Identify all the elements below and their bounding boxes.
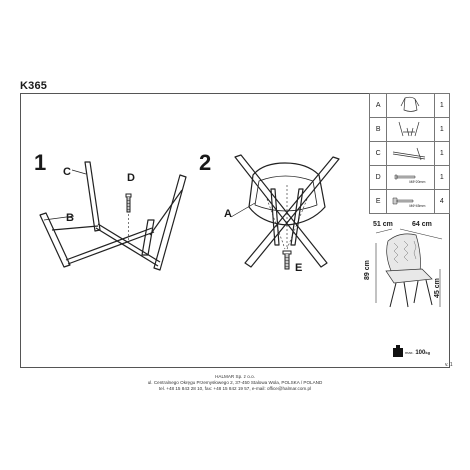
parts-row-e: E M6*45mm 4 (368, 189, 451, 214)
screw-icon (393, 197, 414, 205)
seat-shell-icon (401, 96, 420, 112)
part-qty: 1 (433, 165, 451, 190)
company-footer: HALMAR Sp. z o.o. ul. Centralnego Okręgu… (0, 374, 470, 393)
callout-a: A (224, 208, 232, 220)
company-name: HALMAR Sp. z o.o. (215, 374, 255, 379)
leg-frame-icon (399, 121, 420, 137)
part-letter: E (368, 189, 388, 214)
parts-row-d: D M8*20mm 1 (368, 165, 451, 190)
max-load-value: 100 (415, 350, 426, 356)
company-address: ul. Centralnego Okręgu Przemysłowego 2, … (147, 380, 323, 386)
part-letter: B (368, 117, 388, 142)
bolt-icon (125, 193, 132, 240)
part-size-note: M8*20mm (409, 180, 426, 184)
parts-row-c: C 1 (368, 141, 451, 166)
step-number-1: 1 (34, 150, 47, 175)
screw-icon (282, 250, 292, 270)
bolt-icon (395, 174, 416, 180)
step2-seat-on-legs-drawing (230, 154, 340, 270)
part-letter: D (368, 165, 388, 190)
parts-table: A 1 B 1 C 1 (368, 93, 451, 214)
part-size-note: M6*45mm (409, 204, 426, 208)
max-load-unit: kg (425, 350, 431, 355)
part-qty: 1 (433, 141, 451, 166)
callout-e: E (295, 262, 303, 274)
part-letter: C (368, 141, 388, 166)
callout-b: B (66, 212, 74, 224)
callout-d: D (127, 172, 135, 184)
dimension-width: 64 cm (412, 221, 432, 228)
company-contact: tel. +48 15 843 28 10, fax: +48 15 842 1… (158, 386, 312, 392)
max-load-label: max. (405, 350, 414, 355)
part-qty: 4 (433, 189, 451, 214)
step-number-2: 2 (199, 150, 212, 175)
callout-c: C (63, 166, 71, 178)
part-qty: 1 (433, 93, 451, 118)
dimension-depth: 51 cm (373, 221, 393, 228)
model-code: K365 (20, 80, 48, 92)
cross-bar-icon (393, 147, 426, 161)
weight-icon (393, 345, 403, 357)
step1-leg-frame-drawing (39, 161, 187, 271)
part-qty: 1 (433, 117, 451, 142)
chair-dimension-drawing (375, 228, 443, 308)
parts-row-b: B 1 (368, 117, 451, 142)
parts-row-a: A 1 (368, 93, 451, 118)
max-load: max. 100kg (405, 350, 430, 356)
part-letter: A (368, 93, 388, 118)
version-label: v. 1 (445, 362, 453, 368)
instruction-frame (20, 93, 450, 368)
